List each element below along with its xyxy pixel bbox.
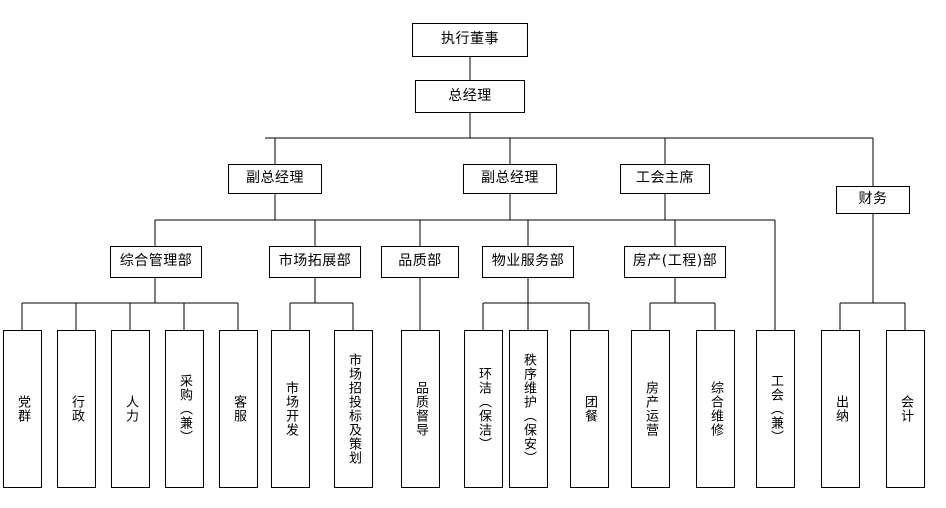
node-label: 市场拓展部 bbox=[278, 253, 352, 270]
node-label: 工会主席 bbox=[636, 170, 694, 187]
node-dept-realestate-engineering[interactable]: 房产(工程)部 bbox=[624, 246, 726, 278]
node-label: 团餐 bbox=[582, 395, 597, 423]
node-label: 房产运营 bbox=[643, 381, 658, 437]
node-dept-market-expansion[interactable]: 市场拓展部 bbox=[269, 246, 361, 278]
node-label: 采购（兼） bbox=[177, 374, 192, 444]
node-leaf-quality-supervision[interactable]: 品质督导 bbox=[401, 330, 440, 488]
node-label: 人力 bbox=[123, 395, 138, 423]
node-label: 品质部 bbox=[398, 253, 442, 270]
node-label: 总经理 bbox=[448, 87, 492, 104]
node-leaf-procurement[interactable]: 采购（兼） bbox=[165, 330, 204, 488]
node-label: 市场招投标及策划 bbox=[346, 353, 361, 465]
node-dept-general-admin[interactable]: 综合管理部 bbox=[110, 246, 202, 278]
node-label: 客服 bbox=[231, 395, 246, 423]
node-deputy-general-manager-2[interactable]: 副总经理 bbox=[463, 164, 557, 194]
node-leaf-market-development[interactable]: 市场开发 bbox=[271, 330, 310, 488]
node-label: 工会（兼） bbox=[768, 374, 783, 444]
node-label: 出纳 bbox=[833, 395, 848, 423]
node-dept-property-service[interactable]: 物业服务部 bbox=[482, 246, 574, 278]
node-leaf-party-mass[interactable]: 党群 bbox=[3, 330, 42, 488]
node-leaf-union-concurrent[interactable]: 工会（兼） bbox=[756, 330, 795, 488]
node-leaf-cleaning[interactable]: 环洁（保洁） bbox=[464, 330, 503, 488]
node-label: 品质督导 bbox=[413, 381, 428, 437]
node-leaf-general-maintenance[interactable]: 综合维修 bbox=[696, 330, 735, 488]
node-label: 副总经理 bbox=[246, 170, 304, 187]
node-label: 综合管理部 bbox=[119, 253, 193, 270]
node-label: 物业服务部 bbox=[491, 253, 565, 270]
node-label: 党群 bbox=[15, 395, 30, 423]
node-leaf-cashier[interactable]: 出纳 bbox=[821, 330, 860, 488]
node-label: 环洁（保洁） bbox=[476, 367, 491, 451]
node-executive-director[interactable]: 执行董事 bbox=[412, 23, 528, 57]
node-finance[interactable]: 财务 bbox=[836, 186, 910, 214]
node-label: 行政 bbox=[69, 395, 84, 423]
node-leaf-accountant[interactable]: 会计 bbox=[886, 330, 925, 488]
node-leaf-human-resources[interactable]: 人力 bbox=[111, 330, 150, 488]
node-leaf-realestate-operation[interactable]: 房产运营 bbox=[631, 330, 670, 488]
node-leaf-bidding-planning[interactable]: 市场招投标及策划 bbox=[334, 330, 373, 488]
node-leaf-administration[interactable]: 行政 bbox=[57, 330, 96, 488]
node-deputy-general-manager-1[interactable]: 副总经理 bbox=[228, 164, 322, 194]
node-dept-quality[interactable]: 品质部 bbox=[381, 246, 459, 278]
node-label: 财务 bbox=[858, 191, 888, 208]
node-label: 秩序维护（保安） bbox=[521, 353, 536, 465]
node-label: 会计 bbox=[898, 395, 913, 423]
node-union-chairman[interactable]: 工会主席 bbox=[620, 164, 710, 194]
node-label: 房产(工程)部 bbox=[632, 253, 718, 270]
node-label: 综合维修 bbox=[708, 381, 723, 437]
node-leaf-customer-service[interactable]: 客服 bbox=[219, 330, 258, 488]
node-label: 副总经理 bbox=[481, 170, 539, 187]
node-leaf-catering[interactable]: 团餐 bbox=[570, 330, 609, 488]
node-label: 市场开发 bbox=[283, 381, 298, 437]
node-leaf-security[interactable]: 秩序维护（保安） bbox=[509, 330, 548, 488]
node-general-manager[interactable]: 总经理 bbox=[415, 80, 525, 113]
node-label: 执行董事 bbox=[441, 31, 499, 48]
